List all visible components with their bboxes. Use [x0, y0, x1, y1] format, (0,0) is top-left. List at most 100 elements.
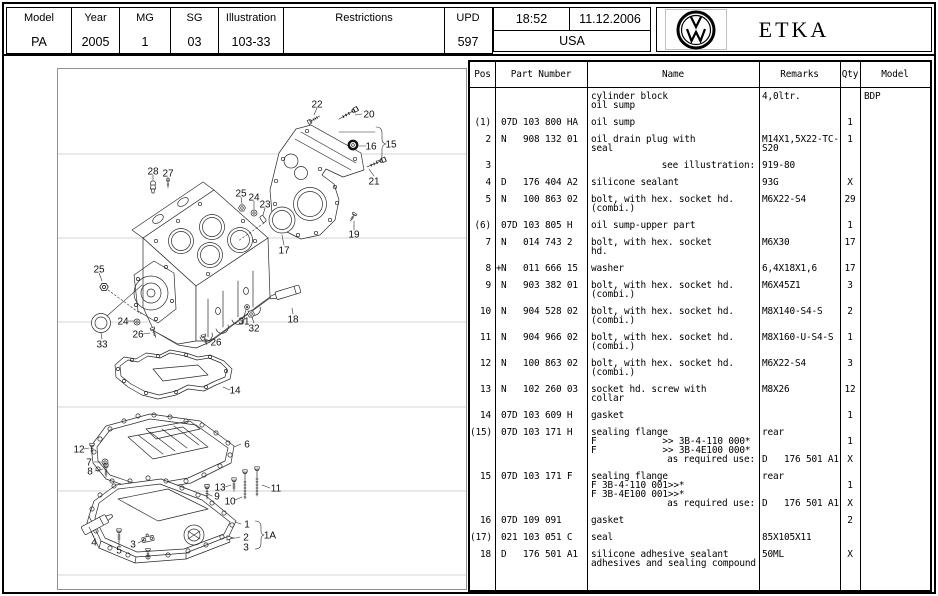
cell-part-number: 021 103 051 C	[501, 532, 573, 543]
cell-model	[860, 550, 930, 568]
part-remarks	[759, 221, 840, 230]
callout-12[interactable]: 12	[73, 445, 85, 456]
callout-15[interactable]: 15	[385, 140, 397, 151]
callout-26[interactable]: 26	[210, 338, 222, 349]
part-remarks	[759, 101, 840, 110]
callout-13[interactable]: 13	[214, 483, 226, 494]
callout-25[interactable]: 25	[235, 189, 247, 200]
cell-part-number: N 102 260 03	[501, 384, 578, 395]
part-name: (combi.)	[591, 367, 635, 378]
part-qty	[840, 342, 860, 351]
callout-21[interactable]: 21	[368, 177, 380, 188]
callout-27[interactable]: 27	[162, 169, 174, 180]
callout-3[interactable]: 3	[243, 543, 249, 554]
callout-17[interactable]: 17	[278, 246, 290, 257]
engine-block	[131, 181, 271, 349]
part-qty	[840, 533, 860, 542]
part-remarks: M6X22-S4	[762, 358, 806, 369]
callout-18[interactable]: 18	[287, 315, 299, 326]
callout-5[interactable]: 5	[116, 546, 122, 557]
callout-8[interactable]: 8	[87, 467, 93, 478]
part-name: gasket	[591, 410, 624, 421]
callout-9[interactable]: 9	[214, 492, 220, 503]
callout-2[interactable]: 2	[243, 533, 249, 544]
callout-1A[interactable]: 1A	[264, 531, 277, 542]
callout-4[interactable]: 4	[91, 538, 97, 549]
header-field-value: 03	[187, 35, 202, 49]
callout-7[interactable]: 7	[86, 458, 92, 469]
header-field-value: 597	[457, 35, 479, 49]
part-name: adhesives and sealing compound	[591, 558, 756, 569]
part-remarks	[759, 316, 840, 325]
callout-16[interactable]: 16	[365, 142, 377, 153]
callout-1[interactable]: 1	[244, 520, 250, 531]
part-remarks: 93G	[762, 177, 779, 188]
callout-24[interactable]: 24	[117, 317, 129, 328]
part-remarks: M8X140-S4-S	[762, 306, 823, 317]
lower-pan-1	[86, 475, 237, 564]
cell-pos: 14	[480, 410, 491, 421]
callout-22[interactable]: 22	[311, 100, 323, 111]
callout-26[interactable]: 26	[132, 330, 144, 341]
header-field-restrictions: Restrictions	[284, 8, 445, 53]
callout-24[interactable]: 24	[248, 193, 260, 204]
callout-6[interactable]: 6	[244, 440, 250, 451]
callout-20[interactable]: 20	[363, 110, 375, 121]
callout-25[interactable]: 25	[93, 265, 105, 276]
part-remarks: M8X26	[762, 384, 790, 395]
part-remarks	[759, 204, 840, 213]
callout-19[interactable]: 19	[348, 230, 360, 241]
callout-33[interactable]: 33	[96, 340, 108, 351]
part-name: bolt, with hex. socket hd.	[591, 306, 734, 317]
cell-pos: 18	[480, 549, 491, 560]
table-header: Pos Part Number Name Remarks Qty Model	[470, 62, 930, 88]
leader-lines	[83, 107, 387, 550]
callout-10[interactable]: 10	[224, 497, 236, 508]
callout-11[interactable]: 11	[271, 484, 282, 495]
cell-pos: (6)	[474, 220, 492, 231]
callout-31[interactable]: 31	[238, 317, 250, 328]
clock-time: 18:52	[494, 8, 570, 30]
part-name: (combi.)	[591, 341, 635, 352]
callout-23[interactable]: 23	[259, 200, 271, 211]
header-field-label: Restrictions	[335, 12, 393, 24]
part-qty: 1	[847, 410, 853, 421]
part-remarks: rear	[762, 471, 784, 482]
part-qty	[840, 144, 860, 153]
part-remarks: 50ML	[762, 549, 784, 560]
callout-3[interactable]: 3	[130, 540, 136, 551]
callout-32[interactable]: 32	[248, 324, 260, 335]
part-qty: 2	[847, 306, 853, 317]
cell-part-number: 07D 103 800 HA	[501, 117, 578, 128]
cell-part-number: 07D 109 091	[501, 515, 562, 526]
sealant-tube-4	[81, 514, 114, 535]
callout-28[interactable]: 28	[147, 167, 159, 178]
cell-pos: 11	[480, 332, 491, 343]
part-qty	[840, 92, 860, 101]
callout-14[interactable]: 14	[229, 386, 241, 397]
